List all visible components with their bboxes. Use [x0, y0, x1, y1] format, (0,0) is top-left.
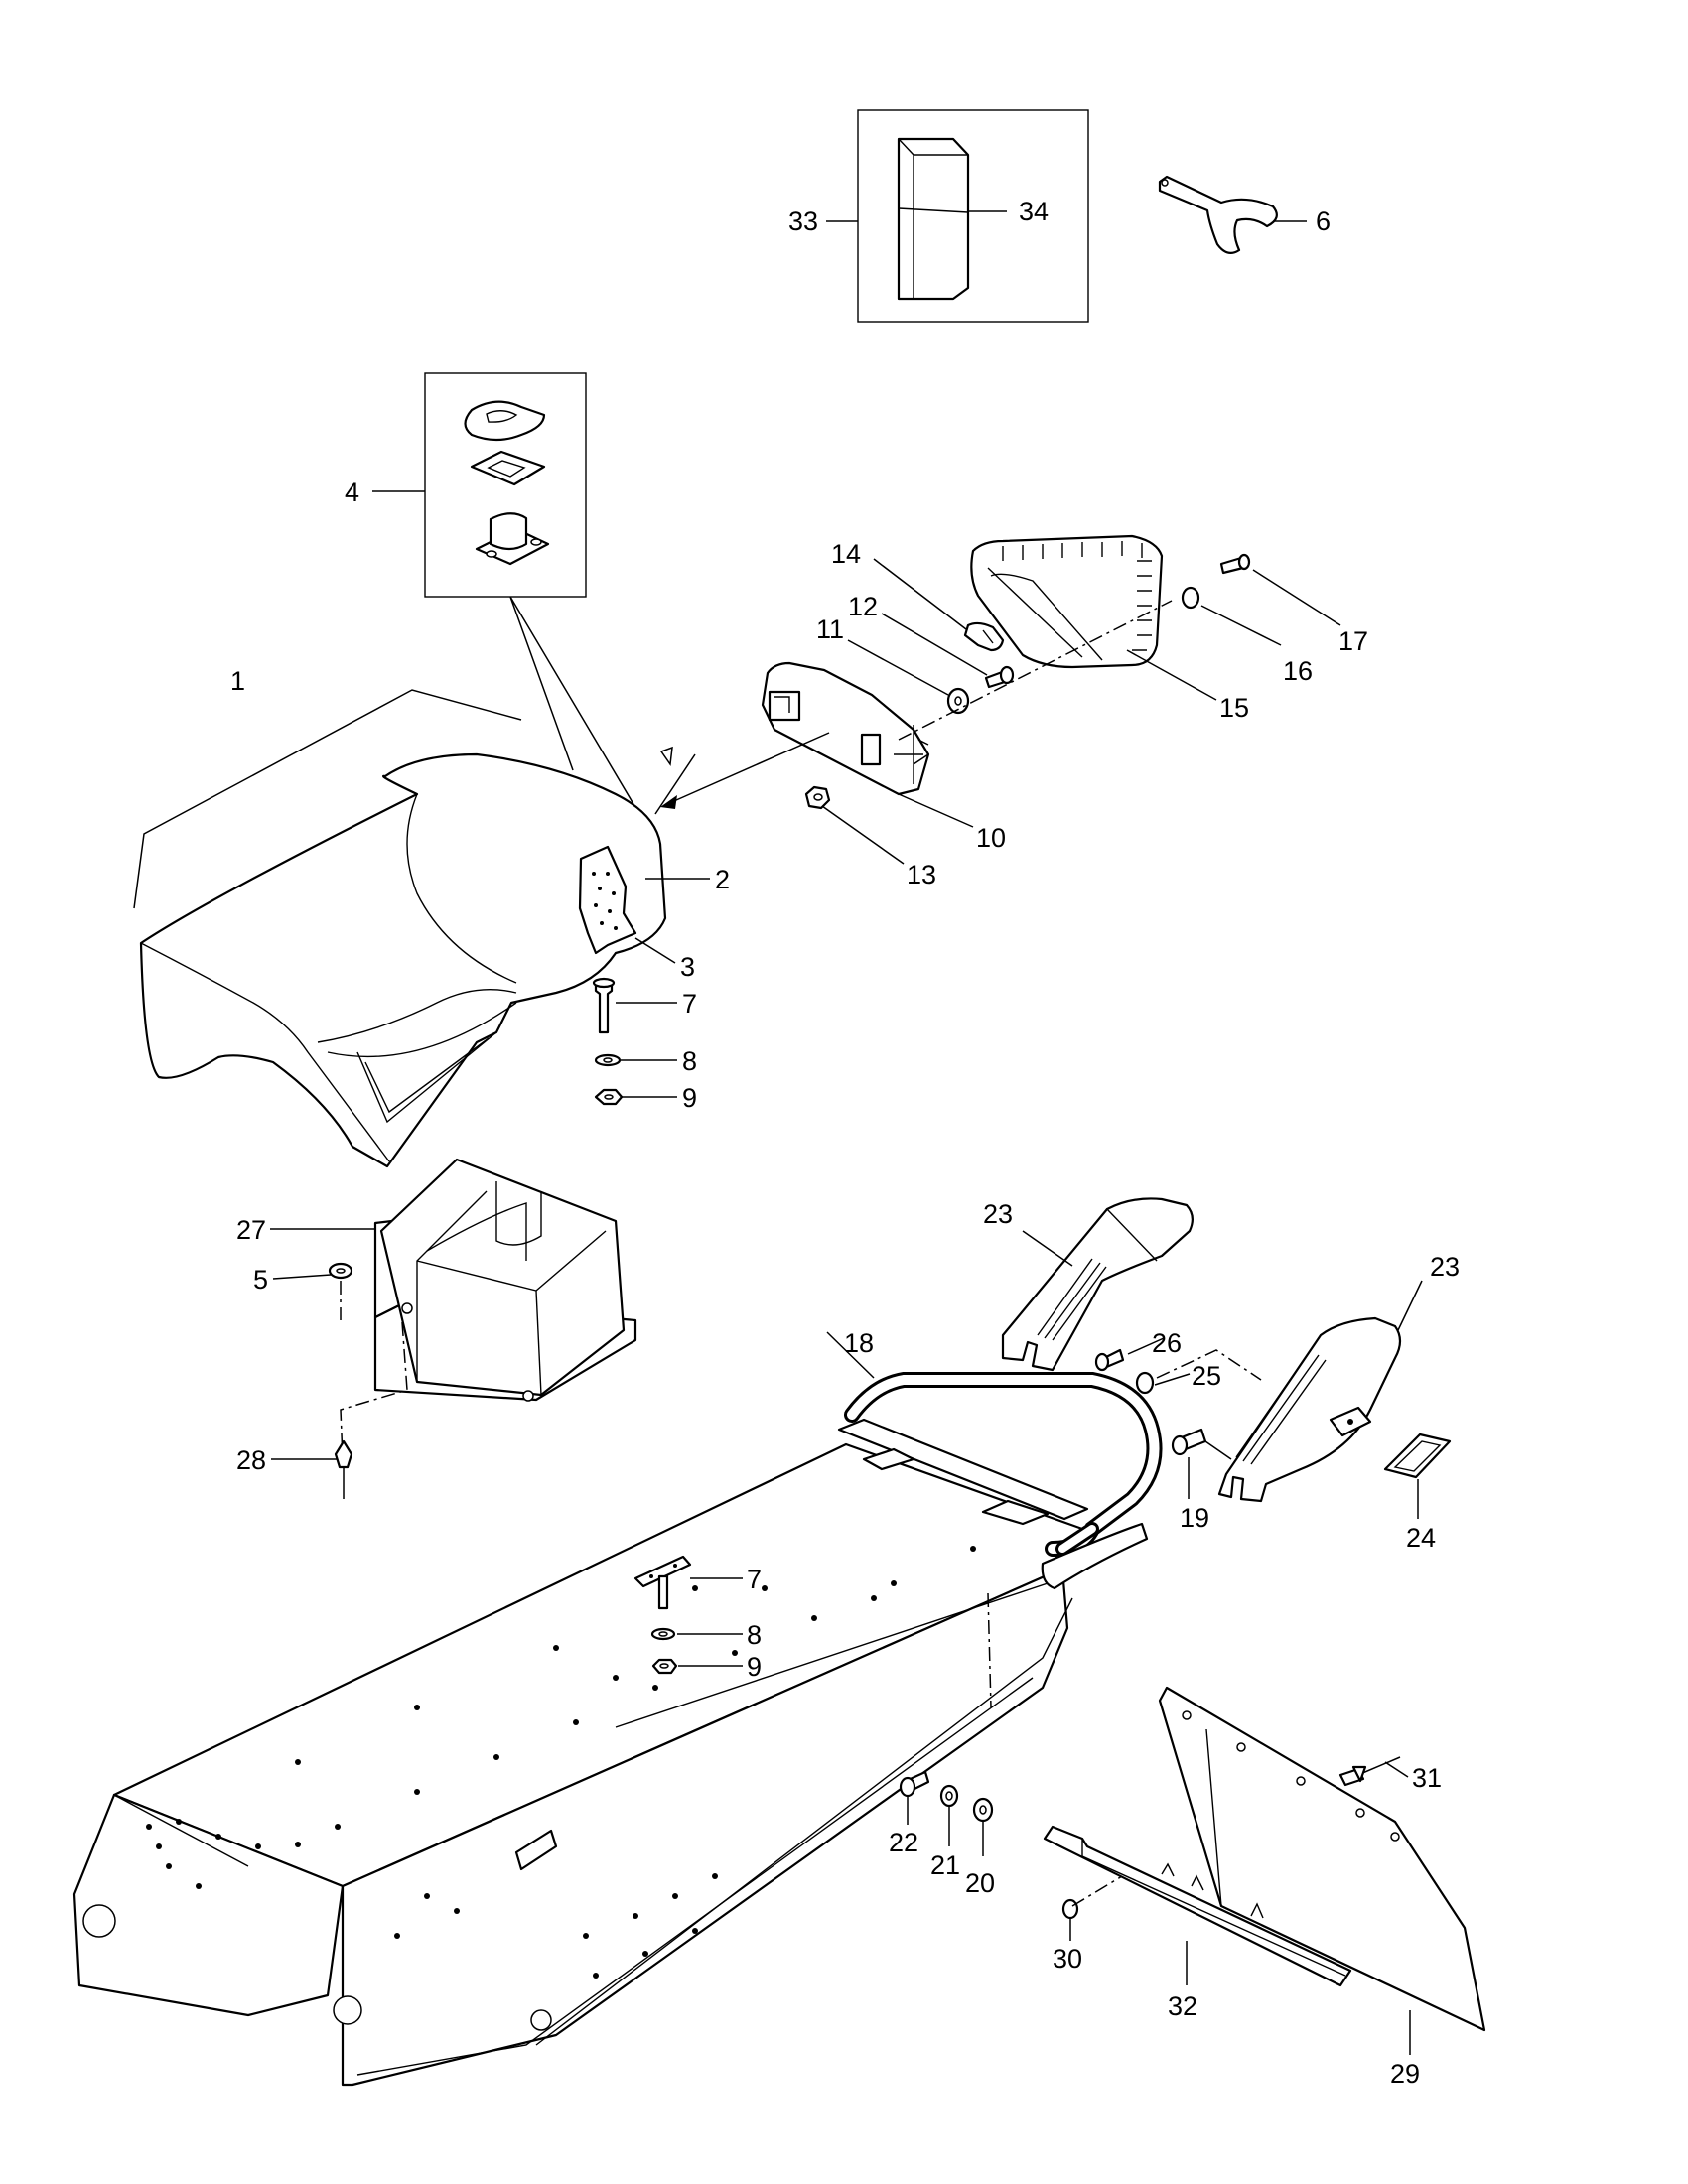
vent-24 [1383, 1433, 1452, 1479]
hardware-kit-box [424, 372, 587, 598]
callout-6: 6 [1316, 206, 1331, 236]
rivet-28 [334, 1439, 353, 1499]
callout-9b: 9 [747, 1652, 762, 1682]
seat [133, 689, 667, 1168]
lens-screw [984, 665, 1015, 689]
screw-17 [1219, 553, 1251, 575]
seat-fasteners [592, 977, 624, 1106]
callout-22: 22 [889, 1828, 918, 1857]
callout-24: 24 [1406, 1523, 1436, 1553]
screw-19 [1171, 1428, 1207, 1456]
rear-bumper [844, 1372, 1163, 1590]
callout-31: 31 [1412, 1763, 1442, 1793]
touch-up-kit-box [857, 109, 1089, 323]
callout-14: 14 [831, 539, 861, 569]
callouts: 33 34 6 4 14 12 11 17 16 15 1 10 13 2 3 … [230, 197, 1460, 2089]
callout-1: 1 [230, 666, 245, 696]
callout-17: 17 [1338, 626, 1368, 656]
snow-flap [1158, 1686, 1486, 2032]
callout-23b: 23 [1430, 1252, 1460, 1282]
callout-18: 18 [844, 1328, 874, 1358]
callout-10: 10 [976, 823, 1006, 853]
callout-3: 3 [680, 952, 695, 982]
callout-26: 26 [1152, 1328, 1182, 1358]
callout-23a: 23 [983, 1199, 1013, 1229]
bumper-cap-right [1217, 1316, 1402, 1503]
taillight-lens [970, 534, 1164, 669]
callout-11: 11 [816, 614, 844, 644]
callout-25: 25 [1192, 1361, 1221, 1391]
washer-25 [1135, 1371, 1155, 1395]
callout-28: 28 [236, 1445, 266, 1475]
seat-plate [578, 845, 637, 955]
callout-8a: 8 [682, 1046, 697, 1076]
storage-box [373, 1158, 637, 1402]
bumper-cap-left [1001, 1197, 1194, 1372]
callout-9a: 9 [682, 1083, 697, 1113]
callout-20: 20 [965, 1868, 995, 1898]
taillight-base [761, 661, 930, 796]
bulb [963, 621, 1005, 652]
callout-7a: 7 [682, 989, 697, 1019]
callout-13: 13 [907, 860, 936, 889]
callout-12: 12 [848, 592, 878, 621]
callout-29: 29 [1390, 2059, 1420, 2089]
callout-4: 4 [345, 478, 359, 507]
washer-16 [1181, 586, 1200, 610]
callout-21: 21 [930, 1850, 960, 1880]
spanner-wrench [1158, 175, 1278, 255]
callout-7b: 7 [747, 1565, 762, 1594]
callout-27: 27 [236, 1215, 266, 1245]
callout-15: 15 [1219, 693, 1249, 723]
side-fasteners [899, 1770, 994, 1823]
callout-2: 2 [715, 865, 730, 894]
tunnel-fasteners [633, 1555, 692, 1675]
rivet-31 [1338, 1756, 1401, 1787]
screw-26 [1094, 1348, 1125, 1372]
callout-19: 19 [1180, 1503, 1209, 1533]
callout-5: 5 [253, 1265, 268, 1295]
tunnel [72, 1418, 1089, 2087]
callout-16: 16 [1283, 656, 1313, 686]
nut-13 [804, 785, 831, 810]
callout-34: 34 [1019, 197, 1049, 226]
callout-33: 33 [788, 206, 818, 236]
callout-8b: 8 [747, 1620, 762, 1650]
washer-30 [1061, 1898, 1079, 1920]
snow-flap-bracket [1043, 1825, 1352, 1987]
leader-lines [270, 210, 1423, 2055]
callout-32: 32 [1168, 1991, 1197, 2021]
callout-30: 30 [1053, 1944, 1082, 1974]
